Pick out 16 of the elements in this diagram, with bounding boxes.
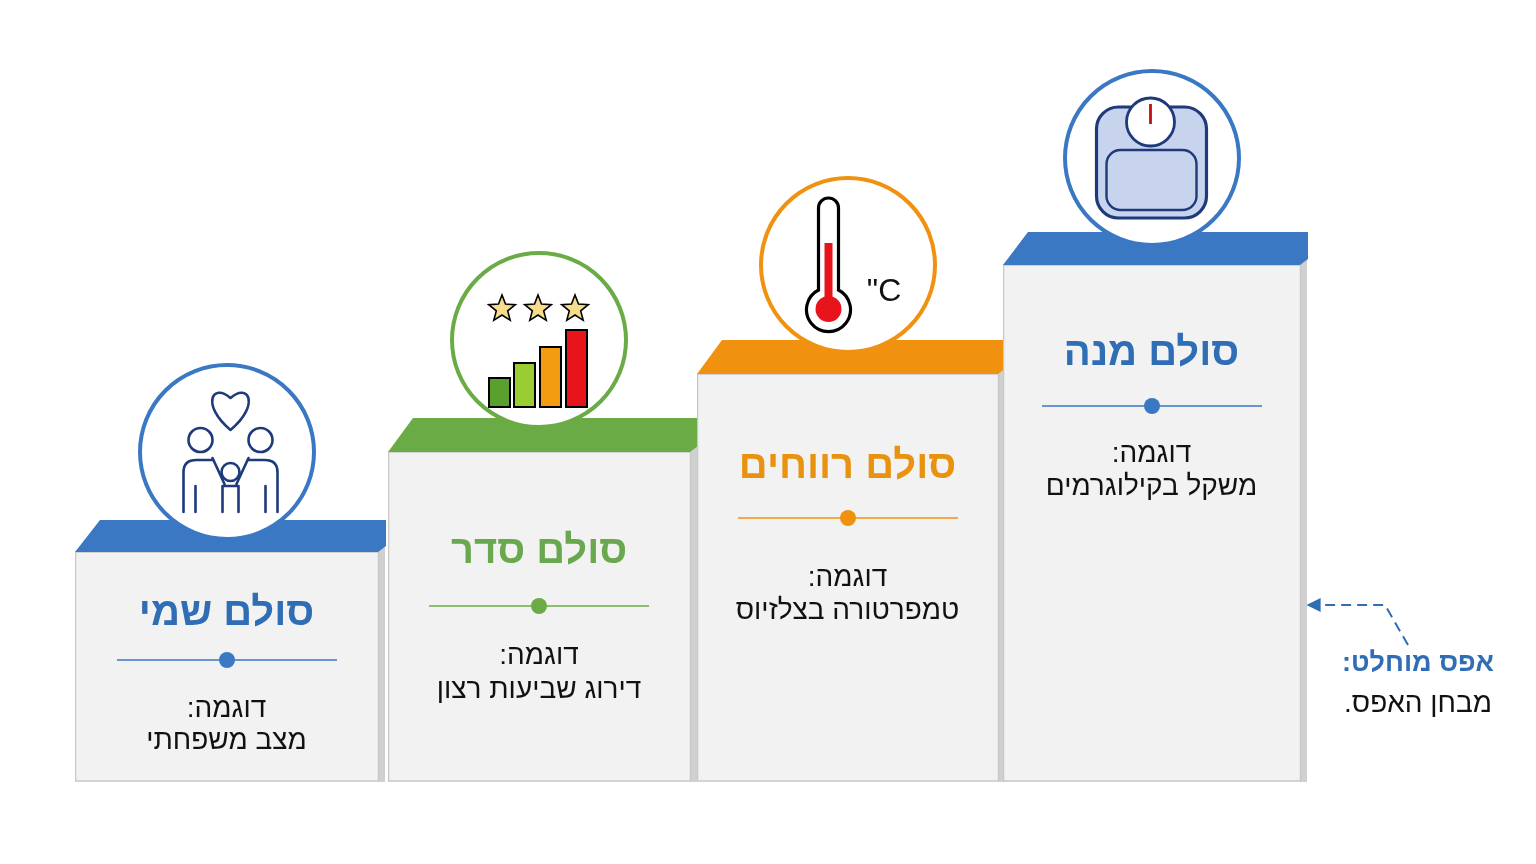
example-label: דוגמה:: [499, 639, 579, 672]
scale-title: סולם שמי: [138, 588, 315, 634]
unit-label: "C: [866, 272, 902, 309]
annotation-title: אפס מוחלט:: [1342, 647, 1494, 679]
leader-arrow: [1306, 598, 1409, 646]
example-label: דוגמה:: [1111, 437, 1192, 470]
example-text: דירוג שביעות רצון: [436, 673, 642, 706]
example-label: דוגמה:: [186, 692, 267, 725]
example-text: טמפרטורה בצלזיוס: [735, 594, 960, 627]
scale-title: סולם רווחים: [738, 441, 957, 487]
annotation-text: מבחן האפס.: [1344, 687, 1492, 720]
example-label: דוגמה:: [807, 561, 888, 594]
scale-title: סולם מנה: [1063, 328, 1240, 374]
scale-title: סולם סדר: [450, 526, 628, 572]
example-text: מצב משפחתי: [146, 724, 307, 757]
example-text: משקל בקילוגרמים: [1045, 470, 1258, 503]
